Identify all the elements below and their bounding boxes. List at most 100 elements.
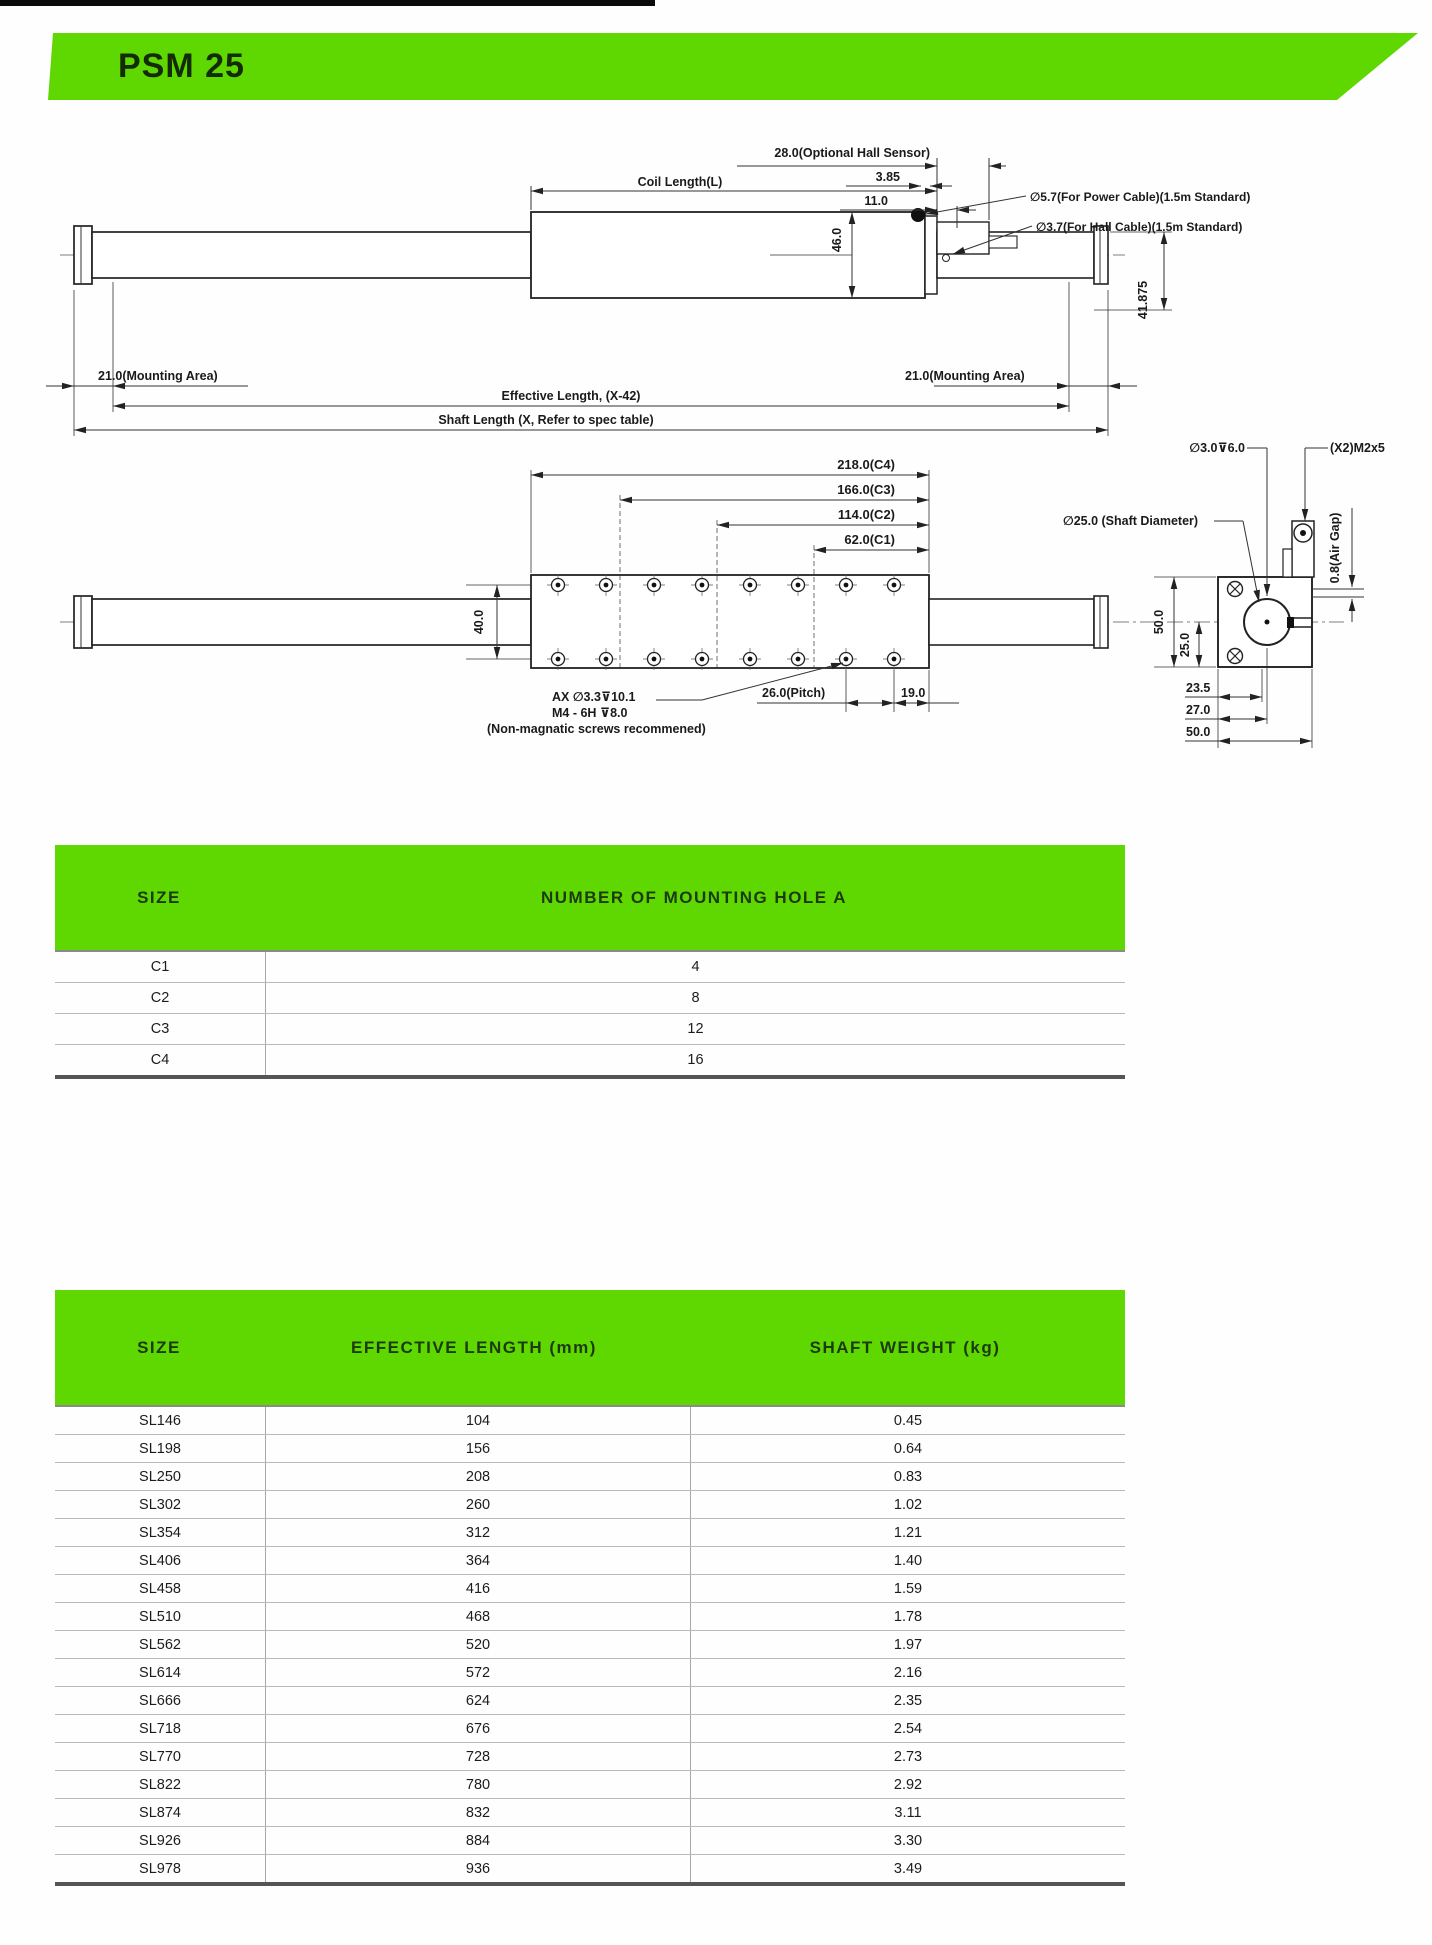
table-cell: 2.35 — [690, 1686, 1125, 1715]
table-header-cell: NUMBER OF MOUNTING HOLE A — [540, 887, 848, 907]
table-header-cell: SIZE — [137, 887, 181, 907]
table-cell: SL302 — [55, 1490, 266, 1519]
table-cell: SL978 — [55, 1854, 266, 1885]
top-scan-bar — [0, 0, 655, 6]
dim-effective-length: Effective Length, (X-42) — [502, 389, 641, 403]
table-cell: 1.78 — [690, 1602, 1125, 1631]
table-cell: 156 — [265, 1434, 691, 1463]
dim-114-c2: 114.0(C2) — [838, 507, 895, 522]
mounting-table-header: SIZE NUMBER OF MOUNTING HOLE A — [55, 845, 1125, 950]
table-cell: 16 — [265, 1044, 1125, 1078]
dim-27-0: 27.0 — [1186, 703, 1210, 717]
dim-coil-length: Coil Length(L) — [638, 175, 723, 189]
table-cell: 2.16 — [690, 1658, 1125, 1687]
dim-19-0: 19.0 — [901, 686, 925, 700]
table-cell: SL406 — [55, 1546, 266, 1575]
size-table: SIZE EFFECTIVE LENGTH (mm) SHAFT WEIGHT … — [55, 1290, 1125, 1886]
table-cell: SL718 — [55, 1714, 266, 1743]
table-cell: 1.59 — [690, 1574, 1125, 1603]
table-cell: C4 — [55, 1044, 266, 1078]
dim-46-0: 46.0 — [830, 228, 844, 252]
table-cell: 0.64 — [690, 1434, 1125, 1463]
table-cell: 1.02 — [690, 1490, 1125, 1519]
table-cell: 2.54 — [690, 1714, 1125, 1743]
view1-geometry — [60, 208, 1125, 299]
dim-mounting-right: 21.0(Mounting Area) — [905, 369, 1025, 383]
power-cable-exit-dot — [911, 208, 925, 222]
dim-41-875: 41.875 — [1136, 281, 1150, 319]
table-cell: 884 — [265, 1826, 691, 1855]
dim-air-gap: 0.8(Air Gap) — [1328, 513, 1342, 584]
table-cell: 1.40 — [690, 1546, 1125, 1575]
table-cell: 520 — [265, 1630, 691, 1659]
table-cell: 8 — [265, 982, 1125, 1014]
dim-218-c4: 218.0(C4) — [837, 457, 895, 472]
page-title: PSM 25 — [118, 47, 245, 85]
label-shaft-diameter: ∅25.0 (Shaft Diameter) — [1063, 514, 1198, 528]
table-cell: 12 — [265, 1013, 1125, 1045]
table-cell: 676 — [265, 1714, 691, 1743]
table-cell: SL770 — [55, 1742, 266, 1771]
table-header-cell: SHAFT WEIGHT (kg) — [809, 1337, 1001, 1357]
cross-section-geometry — [1217, 520, 1315, 668]
size-table-header: SIZE EFFECTIVE LENGTH (mm) SHAFT WEIGHT … — [55, 1290, 1125, 1405]
table-cell: C2 — [55, 982, 266, 1014]
label-m2x5: (X2)M2x5 — [1330, 441, 1385, 455]
table-cell: SL198 — [55, 1434, 266, 1463]
view2-dimensions — [466, 470, 959, 712]
dim-mounting-left: 21.0(Mounting Area) — [98, 369, 218, 383]
table-cell: 780 — [265, 1770, 691, 1799]
label-hall-cable: ∅3.7(For Hall Cable)(1.5m Standard) — [1036, 220, 1242, 234]
technical-drawing: 28.0(Optional Hall Sensor) Coil Length(L… — [46, 146, 1385, 748]
table-cell: 416 — [265, 1574, 691, 1603]
table-cell: SL354 — [55, 1518, 266, 1547]
title-banner: PSM 25 — [48, 33, 1418, 100]
table-cell: C3 — [55, 1013, 266, 1045]
dim-40-0: 40.0 — [472, 610, 486, 634]
table-cell: SL822 — [55, 1770, 266, 1799]
table-cell: 364 — [265, 1546, 691, 1575]
dim-62-c1: 62.0(C1) — [844, 532, 895, 547]
label-hole-3-0: ∅3.0⊽6.0 — [1189, 441, 1245, 455]
table-cell: 728 — [265, 1742, 691, 1771]
table-cell: 2.73 — [690, 1742, 1125, 1771]
label-power-cable: ∅5.7(For Power Cable)(1.5m Standard) — [1030, 190, 1250, 204]
dim-3-85: 3.85 — [876, 170, 900, 184]
table-cell: 1.21 — [690, 1518, 1125, 1547]
dim-hall-sensor: 28.0(Optional Hall Sensor) — [774, 146, 930, 160]
label-non-magnetic: (Non-magnatic screws recommened) — [487, 722, 706, 736]
table-cell: C1 — [55, 951, 266, 983]
view1-dimensions — [46, 158, 1172, 436]
table-cell: SL926 — [55, 1826, 266, 1855]
table-cell: 936 — [265, 1854, 691, 1885]
table-cell: 260 — [265, 1490, 691, 1519]
table-cell: 104 — [265, 1406, 691, 1435]
table-cell: SL250 — [55, 1462, 266, 1491]
view2-geometry — [60, 574, 1344, 669]
table-header-cell: SIZE — [137, 1337, 181, 1357]
dim-25-0: 25.0 — [1178, 633, 1192, 657]
table-cell: 2.92 — [690, 1770, 1125, 1799]
dim-166-c3: 166.0(C3) — [837, 482, 895, 497]
table-cell: SL614 — [55, 1658, 266, 1687]
table-cell: SL510 — [55, 1602, 266, 1631]
dim-shaft-length: Shaft Length (X, Refer to spec table) — [438, 413, 653, 427]
table-cell: 1.97 — [690, 1630, 1125, 1659]
